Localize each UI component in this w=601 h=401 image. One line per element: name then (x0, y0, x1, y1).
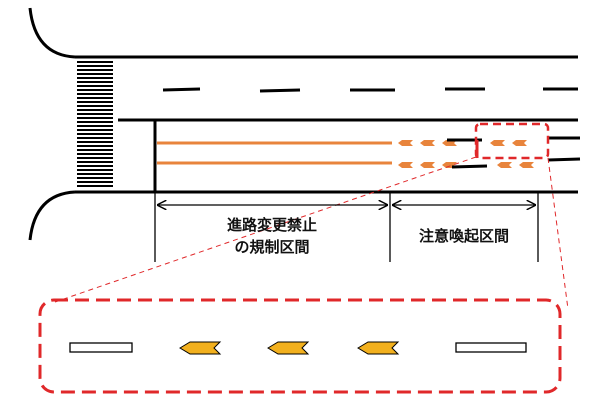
callout-large-box (38, 298, 562, 394)
label-no-lane-change-2: の規制区間 (234, 238, 309, 256)
callout-connector-right (547, 157, 569, 310)
chevron-marking-icon (179, 341, 400, 355)
lane-dash (162, 87, 201, 92)
lane-dash (259, 88, 301, 93)
orange-chevron (512, 140, 527, 146)
white-line-marking-right (455, 342, 527, 353)
black-dash-lower-2 (547, 157, 581, 162)
orange-chevrons (398, 140, 534, 168)
orange-chevron (398, 140, 413, 146)
label-caution-zone: 注意喚起区間 (419, 227, 509, 245)
black-dash-lower (451, 164, 488, 169)
chevron-marking (179, 341, 222, 355)
orange-chevron (420, 162, 435, 168)
callout-connector-left (54, 156, 477, 303)
callout-small-box (474, 122, 550, 160)
road-curve-top (28, 7, 76, 59)
road-curve-bottom (28, 190, 76, 241)
chevron-marking (267, 341, 310, 355)
orange-chevron (398, 162, 413, 168)
label-no-lane-change-1: 進路変更禁止 (227, 216, 317, 234)
lane-dashed-line (162, 87, 578, 93)
orange-chevron (420, 140, 435, 146)
crosswalk-icon (77, 61, 113, 187)
orange-chevron (497, 162, 512, 168)
white-line-marking-left (69, 342, 133, 353)
chevron-marking (357, 341, 400, 355)
orange-chevron (490, 140, 505, 146)
orange-chevron (519, 162, 534, 168)
